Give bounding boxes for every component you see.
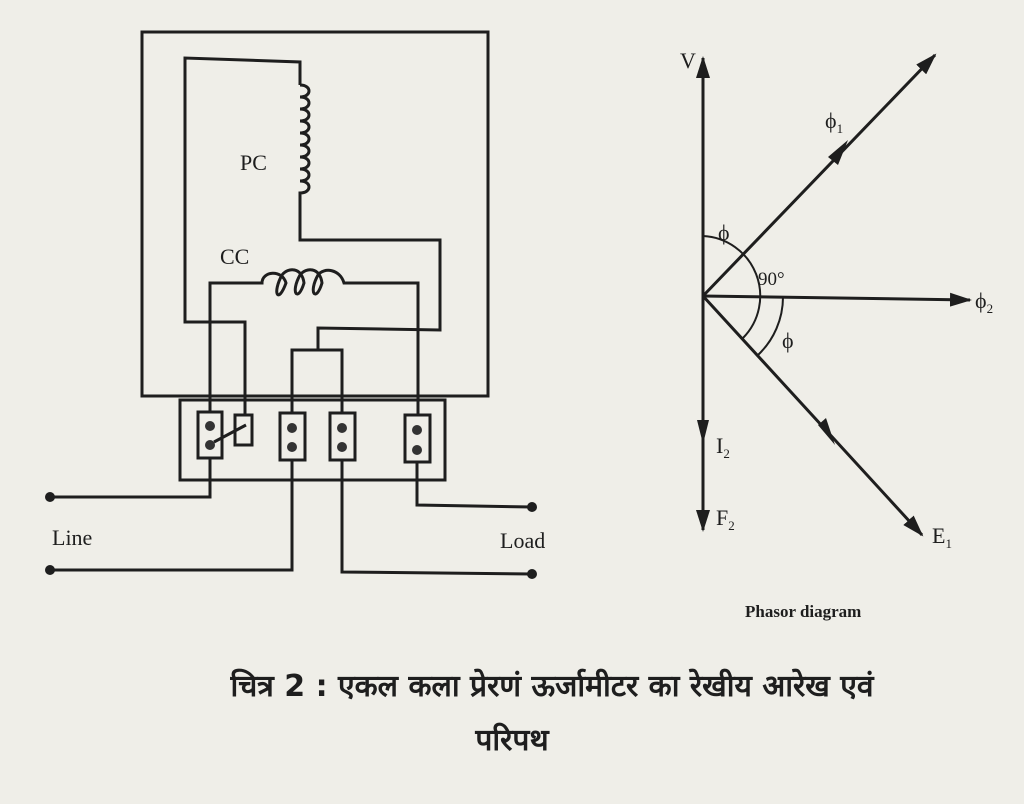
angle-arc-phi <box>757 296 784 356</box>
phasor-diagram: V ϕ1 ϕ2 ϕ 90° ϕ I2 F2 E1 Phasor diagram <box>680 48 993 621</box>
cc-label: CC <box>220 244 249 269</box>
f2-label: F2 <box>716 505 735 533</box>
terminal-4 <box>328 411 357 462</box>
ninety-degree-label: 90° <box>758 269 785 290</box>
phasor-diagram-title: Phasor diagram <box>745 602 861 621</box>
wiring-diagram: PC CC Line Load <box>45 30 545 579</box>
link-switch <box>213 413 254 447</box>
phi-angle-upper-label: ϕ <box>718 220 730 245</box>
terminal-1 <box>196 410 224 460</box>
neutral-link-wire <box>290 348 344 415</box>
i2-arrowhead <box>697 420 709 444</box>
figure-caption-line-2: परिपथ <box>475 723 549 758</box>
pc-label: PC <box>240 150 267 175</box>
v-label: V <box>680 48 696 73</box>
terminal-5 <box>403 413 432 464</box>
line-phase-wire <box>50 458 212 499</box>
current-coil <box>208 268 420 415</box>
line-neutral-wire <box>50 460 294 572</box>
e1-label: E1 <box>932 523 952 551</box>
load-terminal-dot <box>527 569 537 579</box>
line-label: Line <box>52 525 92 550</box>
terminal-base <box>178 398 447 482</box>
phi1-label: ϕ1 <box>825 108 843 136</box>
angle-arc-90 <box>702 235 762 339</box>
load-terminal-dot <box>527 502 537 512</box>
meter-enclosure <box>140 30 490 398</box>
phi2-phasor <box>702 292 972 307</box>
pressure-coil <box>298 83 442 350</box>
line-terminal-dot <box>45 492 55 502</box>
terminal-3 <box>278 411 307 462</box>
phi-angle-lower-label: ϕ <box>782 328 794 353</box>
load-label: Load <box>500 528 545 553</box>
line-terminal-dot <box>45 565 55 575</box>
e1-arrowhead <box>818 418 835 445</box>
pressure-coil-wire <box>183 56 302 420</box>
phi1-phasor <box>701 53 937 298</box>
phi2-label: ϕ2 <box>975 288 993 316</box>
load-phase-wire <box>415 462 533 509</box>
load-neutral-wire <box>340 460 533 576</box>
e1-phasor <box>701 294 924 537</box>
figure-caption-line-1: चित्र 2 : एकल कला प्रेरणं ऊर्जामीटर का र… <box>230 669 874 704</box>
i2-label: I2 <box>716 433 730 461</box>
phi1-arrowhead <box>828 140 848 165</box>
